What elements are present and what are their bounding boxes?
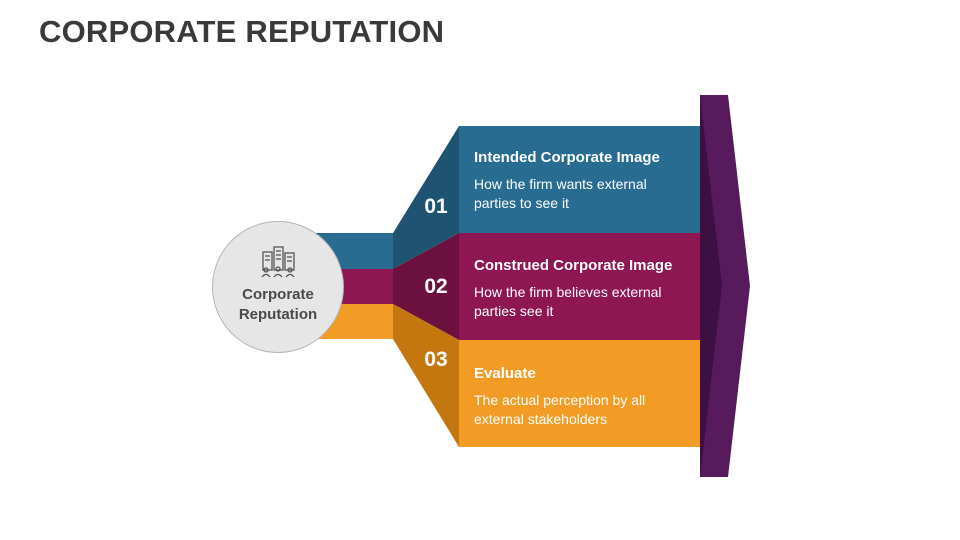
step-text-02: Construed Corporate Image How the firm b… [474, 256, 704, 321]
funnel-panel-03 [393, 304, 459, 447]
right-arrow [700, 95, 750, 477]
step-number-03: 03 [424, 348, 448, 371]
corporate-reputation-hub: Corporate Reputation [212, 221, 344, 353]
step-heading-03: Evaluate [474, 365, 536, 382]
hub-label: Corporate Reputation [238, 286, 318, 323]
step-description-02: How the firm believes external parties s… [474, 284, 662, 319]
slide-title: CORPORATE REPUTATION [39, 14, 445, 49]
step-band-03 [459, 340, 715, 447]
step-band-01 [459, 126, 715, 233]
step-band-02 [459, 233, 715, 340]
step-description-03: The actual perception by all external st… [474, 392, 646, 427]
step-heading-02: Construed Corporate Image [474, 257, 673, 274]
step-heading-01: Intended Corporate Image [474, 149, 660, 166]
funnel-panel-01 [393, 126, 459, 269]
step-number-01: 01 [424, 195, 448, 218]
funnel-panel-02 [393, 233, 459, 340]
step-description-01: How the firm wants external parties to s… [474, 176, 647, 211]
step-text-01: Intended Corporate Image How the firm wa… [474, 148, 704, 213]
step-text-03: Evaluate The actual perception by all ex… [474, 364, 704, 429]
step-number-02: 02 [424, 275, 448, 298]
city-buildings-icon [261, 246, 295, 278]
